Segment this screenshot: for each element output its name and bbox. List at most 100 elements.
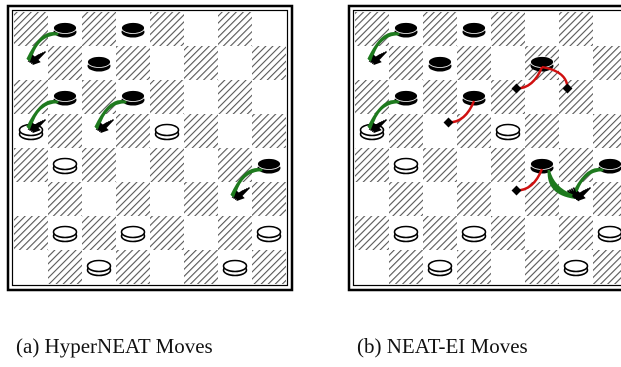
light-square — [252, 80, 286, 114]
dark-square — [593, 250, 621, 284]
piece-top — [154, 123, 180, 137]
dark-square — [14, 216, 48, 250]
piece-top — [461, 225, 487, 239]
board-inner-frame — [11, 9, 289, 287]
green-arc — [26, 100, 59, 128]
dark-square — [184, 46, 218, 80]
dark-square — [559, 148, 593, 182]
black-piece — [394, 22, 418, 38]
move-arrowhead — [373, 50, 388, 66]
piece-top — [597, 225, 621, 239]
light-square — [150, 182, 184, 216]
dark-square — [525, 114, 559, 148]
black-piece — [121, 22, 145, 38]
dark-square — [355, 12, 389, 46]
move-arrowhead — [236, 186, 251, 202]
light-square — [559, 46, 593, 80]
green-arc — [94, 100, 127, 128]
dark-square — [457, 182, 491, 216]
green-arc — [547, 169, 573, 197]
dark-square — [82, 12, 116, 46]
light-square — [491, 182, 525, 216]
dark-square — [184, 182, 218, 216]
board-inner-frame — [352, 9, 621, 287]
dark-square — [48, 182, 82, 216]
piece-top — [530, 56, 554, 68]
green-arc — [367, 100, 400, 128]
dark-square — [184, 114, 218, 148]
piece-top — [427, 259, 453, 273]
light-square — [184, 12, 218, 46]
green-move-arrows — [367, 100, 400, 134]
light-square — [491, 250, 525, 284]
white-piece — [563, 259, 589, 277]
light-square — [525, 216, 559, 250]
white-piece — [393, 157, 419, 175]
dark-square — [423, 12, 457, 46]
light-square — [184, 216, 218, 250]
dark-square — [355, 80, 389, 114]
black-piece — [462, 22, 486, 38]
white-piece — [52, 157, 78, 175]
move-arrowhead — [373, 118, 388, 134]
green-arc — [26, 32, 59, 60]
red-move-arrow — [511, 168, 544, 196]
light-square — [355, 250, 389, 284]
light-square — [423, 182, 457, 216]
dark-square — [150, 216, 184, 250]
green-move-arrows — [26, 100, 59, 134]
dark-square — [252, 114, 286, 148]
move-arrowhead — [572, 187, 580, 202]
black-piece — [87, 56, 111, 72]
white-piece — [222, 259, 248, 277]
piece-top — [53, 22, 77, 34]
dark-square — [150, 80, 184, 114]
dark-square — [82, 148, 116, 182]
dark-square — [218, 216, 252, 250]
piece-top — [256, 225, 282, 239]
dark-square — [48, 250, 82, 284]
dark-square — [252, 182, 286, 216]
dark-square — [218, 80, 252, 114]
dark-square — [457, 250, 491, 284]
dark-square — [389, 114, 423, 148]
green-move-arrows — [94, 100, 127, 134]
piece-top — [462, 90, 486, 102]
neat-ei-board — [347, 4, 621, 292]
white-piece — [427, 259, 453, 277]
dark-square — [14, 80, 48, 114]
light-square — [218, 46, 252, 80]
move-arrowhead — [100, 118, 115, 134]
dark-square — [559, 80, 593, 114]
piece-top — [428, 56, 452, 68]
dark-square — [593, 46, 621, 80]
dark-square — [457, 114, 491, 148]
dark-square — [218, 148, 252, 182]
dark-square — [389, 46, 423, 80]
dark-square — [252, 46, 286, 80]
dark-square — [116, 182, 150, 216]
green-move-arrows — [547, 169, 580, 202]
dark-square — [14, 12, 48, 46]
piece-top — [393, 225, 419, 239]
light-square — [525, 12, 559, 46]
dark-square — [48, 46, 82, 80]
dark-square — [82, 80, 116, 114]
dark-square — [423, 80, 457, 114]
piece-top — [394, 90, 418, 102]
light-square — [184, 148, 218, 182]
piece-top — [257, 158, 281, 170]
piece-top — [393, 157, 419, 171]
light-square — [14, 250, 48, 284]
hyperneat-board — [6, 4, 294, 292]
light-square — [14, 182, 48, 216]
board-outer-frame — [347, 4, 621, 292]
light-square — [593, 80, 621, 114]
piece-top — [530, 158, 554, 170]
piece-top — [598, 158, 621, 170]
black-piece — [53, 22, 77, 38]
dark-square — [252, 250, 286, 284]
piece-top — [87, 56, 111, 68]
dark-square — [491, 80, 525, 114]
piece-top — [394, 22, 418, 34]
